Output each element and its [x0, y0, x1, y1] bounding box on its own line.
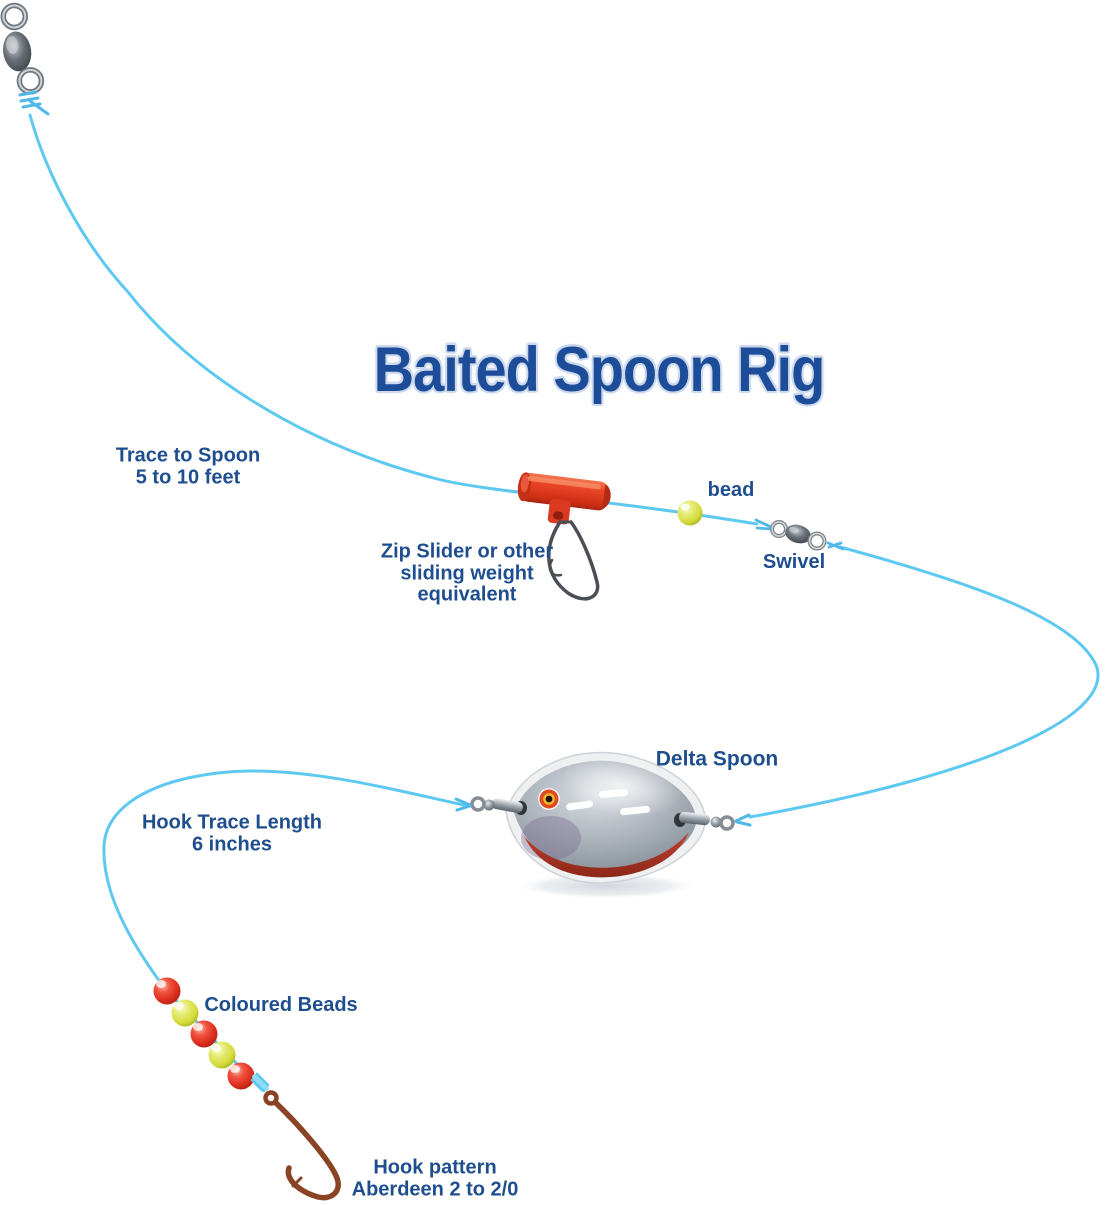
- line-knot: [754, 518, 845, 551]
- label-line: Hook pattern: [373, 1156, 497, 1179]
- label-zip-slider: Zip Slider or other sliding weight equiv…: [380, 540, 554, 607]
- label-coloured-beads: Coloured Beads: [204, 995, 357, 1017]
- spoon-left-connector: [454, 796, 527, 815]
- zip-slider: [517, 472, 611, 601]
- label-bead: bead: [708, 480, 755, 502]
- line-knot: [252, 1074, 269, 1091]
- label-line: Delta Spoon: [655, 747, 779, 771]
- swivel-eye-top: [0, 2, 29, 31]
- label-delta-spoon: Delta Spoon: [655, 747, 779, 772]
- line-hook-trace: [102, 769, 470, 1092]
- label-line: Coloured Beads: [204, 994, 358, 1017]
- hook-barb: [291, 1176, 303, 1188]
- label-swivel: Swivel: [763, 552, 825, 574]
- hook-eye: [263, 1090, 279, 1106]
- delta-spoon: [454, 751, 752, 899]
- page-title: Baited Spoon Rig: [373, 333, 826, 405]
- line-knot: [454, 797, 472, 812]
- swivel-barrel: [3, 31, 32, 72]
- label-line: sliding weight: [400, 562, 534, 585]
- spoon-red-lip: [524, 832, 689, 878]
- fishing-line: [28, 113, 1100, 1092]
- label-line: equivalent: [417, 583, 517, 606]
- label-line: 6 inches: [191, 833, 273, 855]
- spoon-shadow: [514, 873, 698, 899]
- middle-swivel: [754, 518, 845, 551]
- swivel-eye-bottom: [16, 67, 45, 95]
- label-line: Zip Slider or other: [380, 540, 554, 563]
- coloured-beads: [153, 977, 255, 1090]
- label-hook-pattern: Hook pattern Aberdeen 2 to 2/0: [352, 1157, 519, 1200]
- hook-shank: [273, 1100, 341, 1201]
- hook: [250, 1072, 341, 1201]
- label-trace-to-spoon: Trace to Spoon 5 to 10 feet: [116, 445, 260, 488]
- top-swivel: [0, 2, 50, 116]
- line-knot: [18, 90, 50, 116]
- spoon-eye: [538, 788, 560, 810]
- label-line: Hook Trace Length: [141, 811, 323, 834]
- label-hook-trace-length: Hook Trace Length 6 inches: [142, 812, 322, 855]
- line-swivel-to-spoon: [748, 545, 1100, 819]
- single-bead: [677, 500, 703, 526]
- label-line: bead: [707, 479, 755, 502]
- spoon-right-connector: [674, 811, 752, 831]
- line-knot: [734, 813, 752, 827]
- label-line: 5 to 10 feet: [135, 466, 241, 488]
- label-line: Swivel: [762, 551, 826, 574]
- label-line: Trace to Spoon: [115, 444, 261, 467]
- label-line: Aberdeen 2 to 2/0: [351, 1178, 519, 1200]
- snap-link: [547, 520, 600, 601]
- spoon-dashes: [566, 788, 650, 816]
- yellow-bead: [677, 500, 703, 526]
